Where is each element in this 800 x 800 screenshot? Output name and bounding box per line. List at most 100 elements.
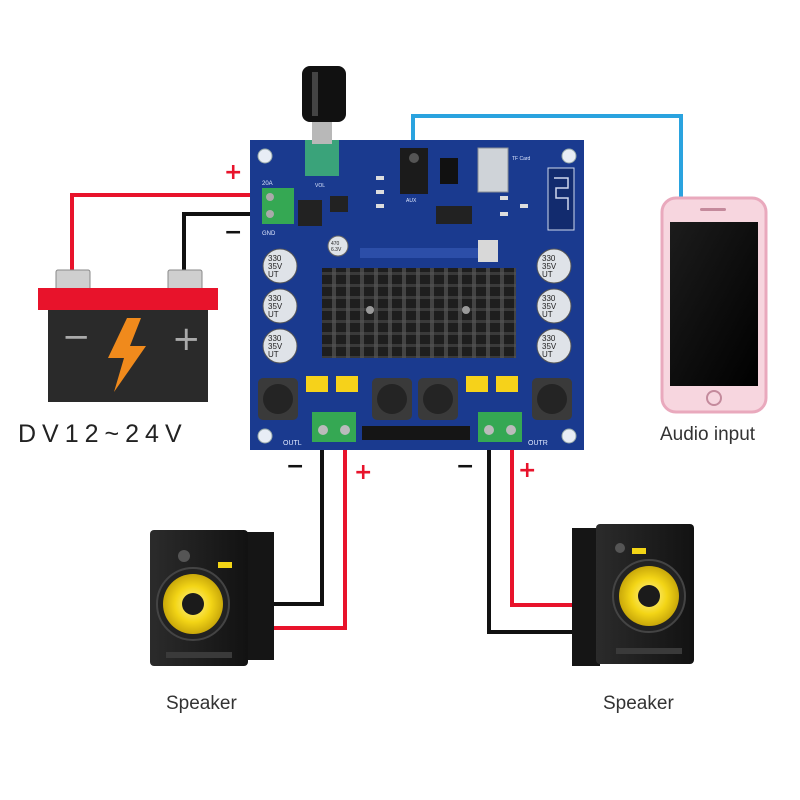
main-ic (436, 206, 472, 224)
left-speaker-label: Speaker (166, 693, 237, 714)
phone (660, 196, 768, 414)
cap-text: 35V (268, 262, 283, 271)
battery-minus-symbol: − (62, 317, 91, 357)
battery-plus-symbol: + (172, 319, 201, 359)
smd-component (376, 176, 384, 180)
speaker-side (246, 532, 274, 660)
smd-component (376, 190, 384, 194)
speaker-left (150, 530, 274, 666)
capacitor-left-2: 330 35V UT (262, 288, 298, 324)
power-terminal-block (262, 188, 294, 224)
heatsink-screw (462, 306, 470, 314)
capacitor-right-2: 330 35V UT (536, 288, 572, 324)
right-speaker-label: Speaker (603, 693, 674, 714)
battery-negative-wire (182, 212, 263, 278)
heatsink-grooves (322, 268, 516, 358)
terminal-screw (266, 193, 274, 201)
cap-text: UT (268, 270, 279, 279)
bluetooth-antenna (547, 167, 575, 231)
outl-negative-wire (274, 440, 324, 606)
battery-minus-sign: − (224, 220, 243, 245)
outl-terminal (312, 412, 356, 442)
speaker-port (166, 652, 232, 658)
tweeter (178, 550, 190, 562)
speaker-port (616, 648, 682, 654)
cap-text: 35V (268, 302, 283, 311)
crystal (478, 240, 498, 262)
tf-card-label: TF Card (512, 156, 531, 162)
antenna-trace (554, 177, 569, 210)
cap-text: 330 (542, 334, 556, 343)
film-capacitor (466, 376, 488, 392)
battery-voltage-label: DV12~24V (18, 420, 188, 448)
cap-text: 35V (542, 342, 557, 351)
cap-text: 35V (542, 262, 557, 271)
cap-text: 330 (268, 334, 282, 343)
speaker-side (572, 528, 600, 666)
film-capacitor (306, 376, 328, 392)
cap-text: 330 (268, 254, 282, 263)
battery-terminal-left (55, 269, 91, 291)
aux-label: AUX (406, 198, 417, 204)
smd-component (500, 212, 508, 216)
power-in-label: 20A (262, 181, 273, 187)
outr-minus-sign: − (456, 454, 475, 479)
capacitor-left-1: 330 35V UT (262, 248, 298, 284)
battery: − + (38, 269, 218, 402)
aux-jack-hole (409, 153, 419, 163)
inductor (372, 378, 412, 420)
terminal-screw (266, 210, 274, 218)
small-cap-text: 6.3V (331, 247, 342, 253)
phone-speaker-slot (700, 208, 726, 211)
battery-plus-sign: + (224, 160, 243, 185)
small-cap-text: 470 (331, 241, 340, 247)
inductor (418, 378, 458, 420)
volume-knob-shaft (312, 118, 332, 144)
mount-hole (561, 428, 577, 444)
speaker-badge (632, 548, 646, 554)
cap-text: UT (542, 350, 553, 359)
speaker-right (572, 524, 694, 666)
regulator (298, 200, 322, 226)
wires (70, 114, 683, 634)
battery-lid (38, 288, 218, 310)
tweeter (615, 543, 625, 553)
speaker-dust-cap (638, 585, 660, 607)
outl-minus-sign: − (286, 454, 305, 479)
film-capacitor (336, 376, 358, 392)
outl-plus-sign: + (354, 460, 373, 485)
inductor (258, 378, 298, 420)
small-capacitor (327, 235, 349, 257)
outr-terminal (478, 412, 522, 442)
volume-pot-base (305, 140, 339, 176)
volume-knob[interactable] (302, 66, 346, 122)
smd-component (520, 204, 528, 208)
cap-text: UT (542, 270, 553, 279)
cap-text: 330 (268, 294, 282, 303)
amplifier-board: VOL 20A GND AUX TF Card (250, 66, 584, 450)
audio-input-label: Audio input (660, 424, 756, 445)
cap-text: UT (268, 350, 279, 359)
battery-positive-wire (70, 193, 263, 278)
phone-screen (670, 222, 758, 386)
smd-chip (330, 196, 348, 212)
smd-component (500, 196, 508, 200)
mount-hole (257, 428, 273, 444)
volume-knob-highlight (312, 72, 318, 116)
audio-cable (411, 114, 683, 200)
outr-label: OUTR (528, 440, 548, 447)
capacitor-right-1: 330 35V UT (536, 248, 572, 284)
pin-header (440, 158, 458, 184)
smd-component (360, 248, 490, 258)
home-button-icon (706, 390, 722, 406)
battery-terminal-right (167, 269, 203, 291)
outl-label: OUTL (283, 440, 302, 447)
vol-label: VOL (315, 183, 325, 189)
capacitor-right-3: 330 35V UT (536, 328, 572, 364)
smd-component (376, 204, 384, 208)
mount-hole (561, 148, 577, 164)
cap-text: UT (268, 310, 279, 319)
inductor (532, 378, 572, 420)
cap-text: 35V (268, 342, 283, 351)
mount-hole (257, 148, 273, 164)
